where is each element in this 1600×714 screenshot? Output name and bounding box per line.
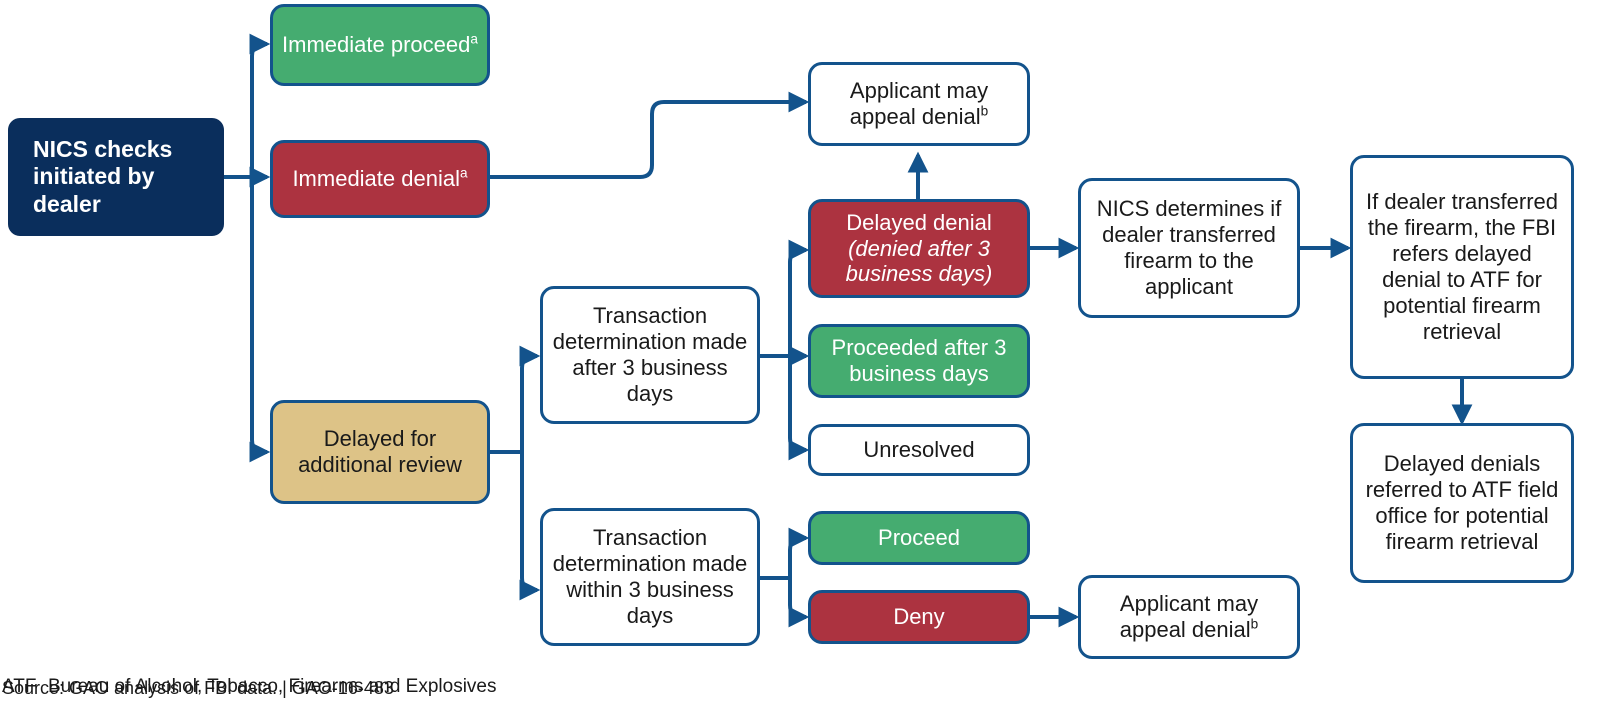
node-label: Delayed for additional review bbox=[298, 426, 462, 477]
footnote-marker-a: a bbox=[459, 165, 468, 181]
node-transaction-determination-within-3-days[interactable]: Transaction determination made within 3 … bbox=[540, 508, 760, 646]
node-label: Unresolved bbox=[863, 437, 975, 463]
node-label: NICS checks initiated by dealer bbox=[33, 136, 173, 217]
edge-delayed-to-txn-after3 bbox=[519, 345, 541, 369]
node-unresolved[interactable]: Unresolved bbox=[808, 424, 1030, 476]
node-proceeded-after-3-business-days[interactable]: Proceeded after 3 business days bbox=[808, 324, 1030, 398]
node-transaction-determination-after-3-days[interactable]: Transaction determination made after 3 b… bbox=[540, 286, 760, 424]
node-fbi-refers-delayed-denial-to-atf[interactable]: If dealer transferred the firearm, the F… bbox=[1350, 155, 1574, 379]
edge-within3-to-proceed bbox=[788, 527, 810, 551]
footnote-marker-b: b bbox=[980, 103, 989, 119]
node-nics-determines-transfer[interactable]: NICS determines if dealer transferred fi… bbox=[1078, 178, 1300, 318]
node-label: Transaction determination made after 3 b… bbox=[552, 303, 748, 406]
node-label: Immediate proceed bbox=[282, 32, 471, 58]
node-label: Immediate denial bbox=[292, 166, 460, 192]
node-label: Proceeded after 3 business days bbox=[831, 335, 1007, 386]
abbreviation-key: ATF bbox=[2, 676, 37, 698]
node-label: Applicant may appeal denial bbox=[849, 78, 989, 129]
abbreviation-legend: ATF Bureau of Alcohol, Tobacco, Firearms … bbox=[2, 618, 497, 714]
node-label: Deny bbox=[893, 604, 945, 630]
abbreviation-row-atf: ATF Bureau of Alcohol, Tobacco, Firearms … bbox=[2, 673, 497, 701]
node-immediate-denial[interactable]: Immediate deniala bbox=[270, 140, 490, 218]
edge-within3-to-deny bbox=[788, 604, 810, 628]
footnote-marker-b: b bbox=[1250, 616, 1259, 632]
node-label: Delayed denials referred to ATF field of… bbox=[1365, 451, 1559, 554]
edge-after3-to-unresolved bbox=[788, 437, 810, 461]
node-proceed[interactable]: Proceed bbox=[808, 511, 1030, 565]
node-applicant-may-appeal-denial-bottom[interactable]: Applicant may appeal denialb bbox=[1078, 575, 1300, 659]
node-delayed-for-additional-review[interactable]: Delayed for additional review bbox=[270, 400, 490, 504]
node-label: NICS determines if dealer transferred fi… bbox=[1096, 196, 1282, 299]
node-sublabel: (denied after 3 business days) bbox=[845, 235, 993, 287]
node-delayed-denial[interactable]: Delayed denial (denied after 3 business … bbox=[808, 199, 1030, 298]
node-delayed-denials-referred-to-atf-field-office[interactable]: Delayed denials referred to ATF field of… bbox=[1350, 423, 1574, 583]
node-label: If dealer transferred the firearm, the F… bbox=[1366, 189, 1558, 344]
node-label: Proceed bbox=[878, 525, 960, 551]
node-applicant-may-appeal-denial-top[interactable]: Applicant may appeal denialb bbox=[808, 62, 1030, 146]
source-line: Source: GAO analysis of FBI data. | GAO-… bbox=[2, 678, 394, 698]
edge-trunk-to-immediate-proceed bbox=[249, 33, 271, 57]
edge-trunk-to-delayed-review bbox=[249, 439, 271, 463]
abbreviation-definition: Bureau of Alcohol, Tobacco, Firearms and… bbox=[48, 676, 497, 698]
node-nics-checks-initiated[interactable]: NICS checks initiated by dealer bbox=[8, 118, 224, 236]
node-immediate-proceed[interactable]: Immediate proceeda bbox=[270, 4, 490, 86]
edge-immediate-denial-to-appeal bbox=[490, 91, 810, 179]
node-label: Applicant may appeal denial bbox=[1119, 591, 1259, 642]
edge-delayed-to-txn-within3 bbox=[519, 577, 541, 601]
node-label: Delayed denial bbox=[846, 209, 992, 235]
footnote-marker-a: a bbox=[470, 31, 478, 47]
edge-after3-to-delayed-denial bbox=[788, 239, 810, 263]
node-deny[interactable]: Deny bbox=[808, 590, 1030, 644]
node-label: Transaction determination made within 3 … bbox=[552, 525, 748, 628]
